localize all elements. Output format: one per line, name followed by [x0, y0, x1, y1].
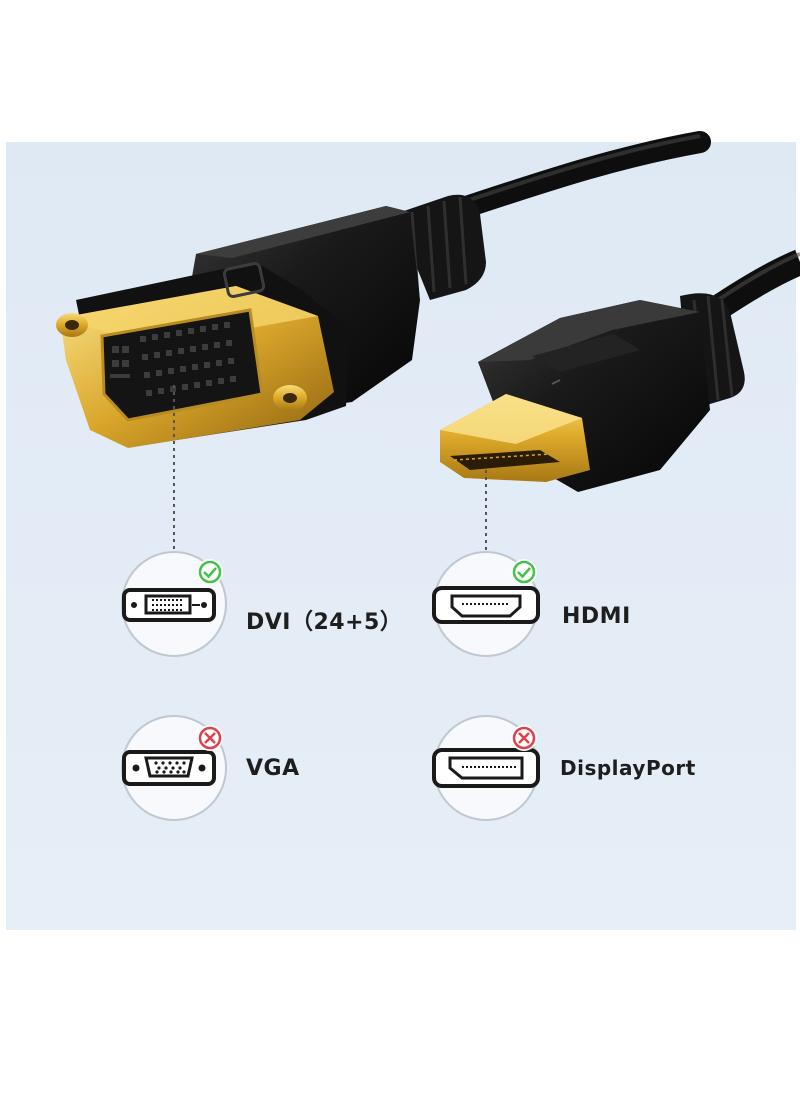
displayport-label: DisplayPort: [560, 756, 696, 780]
hdmi-port-icon: [432, 551, 540, 657]
hdmi-connector: [440, 293, 745, 492]
check-icon: [511, 559, 537, 585]
dvi-connector: [56, 194, 486, 448]
hdmi-label: HDMI: [562, 604, 631, 629]
check-icon: [197, 559, 223, 585]
vga-label: VGA: [246, 756, 300, 781]
displayport-port-icon: [432, 715, 540, 821]
cross-icon: [511, 725, 537, 751]
cable-lower: [707, 249, 800, 321]
cross-icon: [197, 725, 223, 751]
dvi-label: DVI（24+5）: [246, 610, 403, 635]
